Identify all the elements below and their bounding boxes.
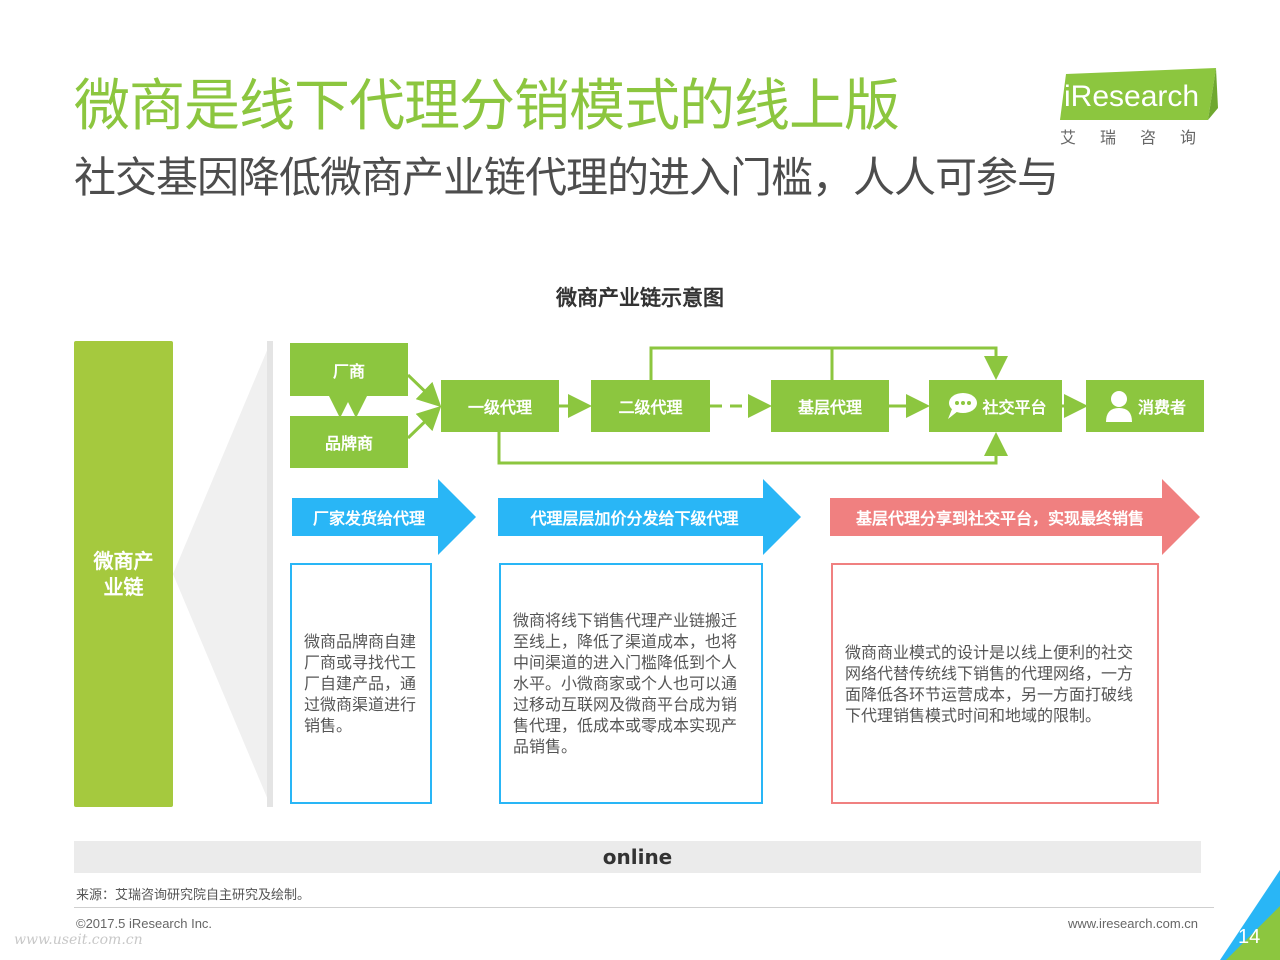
chat-bubble-icon — [948, 393, 978, 419]
node-consumer-label: 消费者 — [1137, 398, 1186, 417]
page-subtitle: 社交基因降低微商产业链代理的进入门槛，人人可参与 — [74, 153, 1059, 202]
footer-divider — [74, 907, 1214, 908]
bracket-fan — [173, 341, 273, 807]
node-manufacturer-label: 厂商 — [332, 361, 365, 381]
node-social-label: 社交平台 — [982, 398, 1047, 417]
node-level1-label: 一级代理 — [467, 398, 532, 417]
node-base-label: 基层代理 — [797, 398, 862, 417]
person-icon — [1105, 391, 1132, 422]
node-level1-agent: 一级代理 — [441, 380, 559, 432]
page-title: 微商是线下代理分销模式的线上版 — [74, 74, 900, 139]
copyright: ©2017.5 iResearch Inc. — [76, 916, 213, 931]
banner-agent-markup: 代理层层加价分发给下级代理 — [498, 479, 801, 555]
watermark: www.useit.com.cn — [14, 932, 143, 948]
node-brand-label: 品牌商 — [324, 434, 373, 453]
description-text-brand: 微商品牌商自建厂商或寻找代工厂自建产品，通过微商渠道进行销售。 — [304, 632, 417, 735]
industry-chain-label: 微商产业链 — [74, 548, 173, 600]
industry-chain-bar — [74, 341, 173, 807]
banner-factory-ship: 厂家发货给代理 — [292, 479, 476, 555]
description-text-online-chain: 微商将线下销售代理产业链搬迁至线上，降低了渠道成本，也将中间渠道的进入门槛降低到… — [513, 611, 738, 756]
node-consumer: 消费者 — [1086, 380, 1204, 432]
logo-subtitle: 艾瑞咨询 — [1060, 128, 1221, 147]
node-base-agent: 基层代理 — [771, 380, 889, 432]
logo-name: iResearch — [1064, 80, 1200, 113]
banner-factory-ship-text: 厂家发货给代理 — [312, 509, 425, 528]
node-social-platform: 社交平台 — [929, 380, 1062, 432]
corner-decoration — [1220, 870, 1280, 960]
banner-agent-markup-text: 代理层层加价分发给下级代理 — [530, 509, 739, 528]
page-number: 14 — [1238, 926, 1261, 948]
node-manufacturer: 厂商 — [290, 343, 408, 396]
description-text-business-model: 微商商业模式的设计是以线上便利的社交网络代替传统线下销售的代理网络，一方面降低各… — [845, 642, 1134, 725]
node-level2-agent: 二级代理 — [591, 380, 710, 432]
description-box-online-chain: 微商将线下销售代理产业链搬迁至线上，降低了渠道成本，也将中间渠道的进入门槛降低到… — [499, 563, 763, 804]
diagram-title: 微商产业链示意图 — [556, 286, 724, 310]
source-note: 来源：艾瑞咨询研究院自主研究及绘制。 — [76, 888, 311, 903]
node-brand: 品牌商 — [290, 416, 408, 468]
description-box-business-model: 微商商业模式的设计是以线上便利的社交网络代替传统线下销售的代理网络，一方面降低各… — [831, 563, 1159, 804]
website-link[interactable]: www.iresearch.com.cn — [1068, 916, 1199, 931]
online-bar: online — [74, 841, 1201, 873]
node-level2-label: 二级代理 — [618, 398, 683, 417]
description-box-brand: 微商品牌商自建厂商或寻找代工厂自建产品，通过微商渠道进行销售。 — [290, 563, 432, 804]
iresearch-logo — [1060, 68, 1218, 120]
industry-chain-label-text: 微商产业链 — [93, 549, 154, 599]
banner-social-sale-text: 基层代理分享到社交平台，实现最终销售 — [855, 509, 1144, 528]
banner-social-sale: 基层代理分享到社交平台，实现最终销售 — [830, 479, 1200, 555]
